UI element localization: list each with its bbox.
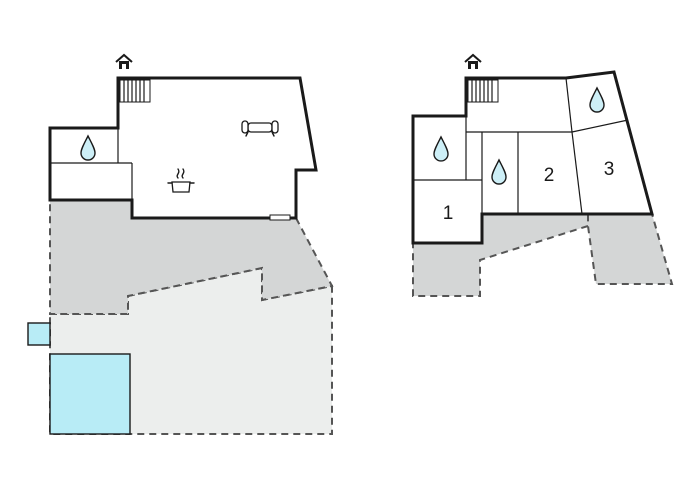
staircase-icon bbox=[119, 79, 151, 103]
ground-floor-rooms bbox=[50, 78, 316, 218]
water-drop-icon bbox=[491, 158, 507, 185]
first-floor-rooms bbox=[413, 72, 652, 243]
pool bbox=[49, 353, 131, 435]
first-floor-plan: 1 2 3 bbox=[411, 53, 674, 297]
water-drop-icon bbox=[589, 86, 605, 113]
bedroom-2-label: 2 bbox=[544, 165, 555, 186]
bath-bed3-wall bbox=[571, 119, 629, 133]
first-floor-outer-wall bbox=[411, 70, 654, 245]
pool-step bbox=[27, 322, 51, 346]
water-drop-icon bbox=[80, 134, 96, 161]
sofa-icon bbox=[241, 120, 279, 137]
ground-floor-plan bbox=[27, 53, 334, 435]
covered-terrace bbox=[49, 199, 334, 315]
water-drop-icon bbox=[433, 135, 449, 162]
door bbox=[269, 214, 291, 221]
wall-bed2-bed3 bbox=[571, 131, 583, 215]
bedroom-3-label: 3 bbox=[604, 159, 615, 180]
cooking-pot-icon bbox=[167, 168, 195, 193]
entrance-house-icon bbox=[464, 53, 482, 69]
wall-bath-top bbox=[565, 77, 573, 133]
entrance-house-icon bbox=[115, 53, 133, 69]
ground-floor-outer-wall bbox=[48, 76, 318, 220]
staircase-icon bbox=[467, 79, 499, 103]
bedroom-1-label: 1 bbox=[443, 203, 454, 224]
covered-terrace-right bbox=[587, 213, 674, 285]
